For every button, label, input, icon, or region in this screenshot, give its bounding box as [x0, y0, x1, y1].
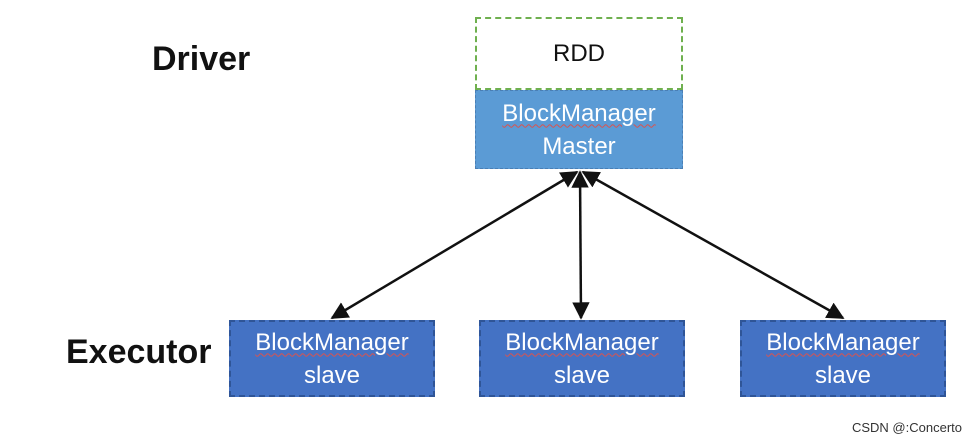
master-line2: Master	[542, 132, 616, 160]
slave-2-line1: BlockManager	[505, 328, 659, 356]
slave-1-line1: BlockManager	[255, 328, 409, 356]
slave-1-line2: slave	[303, 361, 361, 389]
executor-label: Executor	[66, 333, 212, 371]
blockmanager-slave-box-2: BlockManager slave	[479, 320, 685, 397]
slave-3-line2: slave	[814, 361, 872, 389]
master-line1: BlockManager	[502, 99, 656, 127]
driver-label: Driver	[152, 40, 251, 78]
arrow-master-slave-1	[330, 170, 579, 320]
blockmanager-master-box: BlockManager Master	[475, 90, 683, 169]
watermark: CSDN @:Concerto	[851, 420, 962, 435]
slave-2-line2: slave	[553, 361, 611, 389]
arrow-master-slave-3	[581, 170, 845, 320]
slave-3-line1: BlockManager	[766, 328, 920, 356]
rdd-text: RDD	[553, 40, 605, 67]
rdd-box: RDD	[475, 17, 683, 90]
arrow-master-slave-2	[571, 170, 590, 320]
blockmanager-slave-box-3: BlockManager slave	[740, 320, 946, 397]
blockmanager-slave-box-1: BlockManager slave	[229, 320, 435, 397]
